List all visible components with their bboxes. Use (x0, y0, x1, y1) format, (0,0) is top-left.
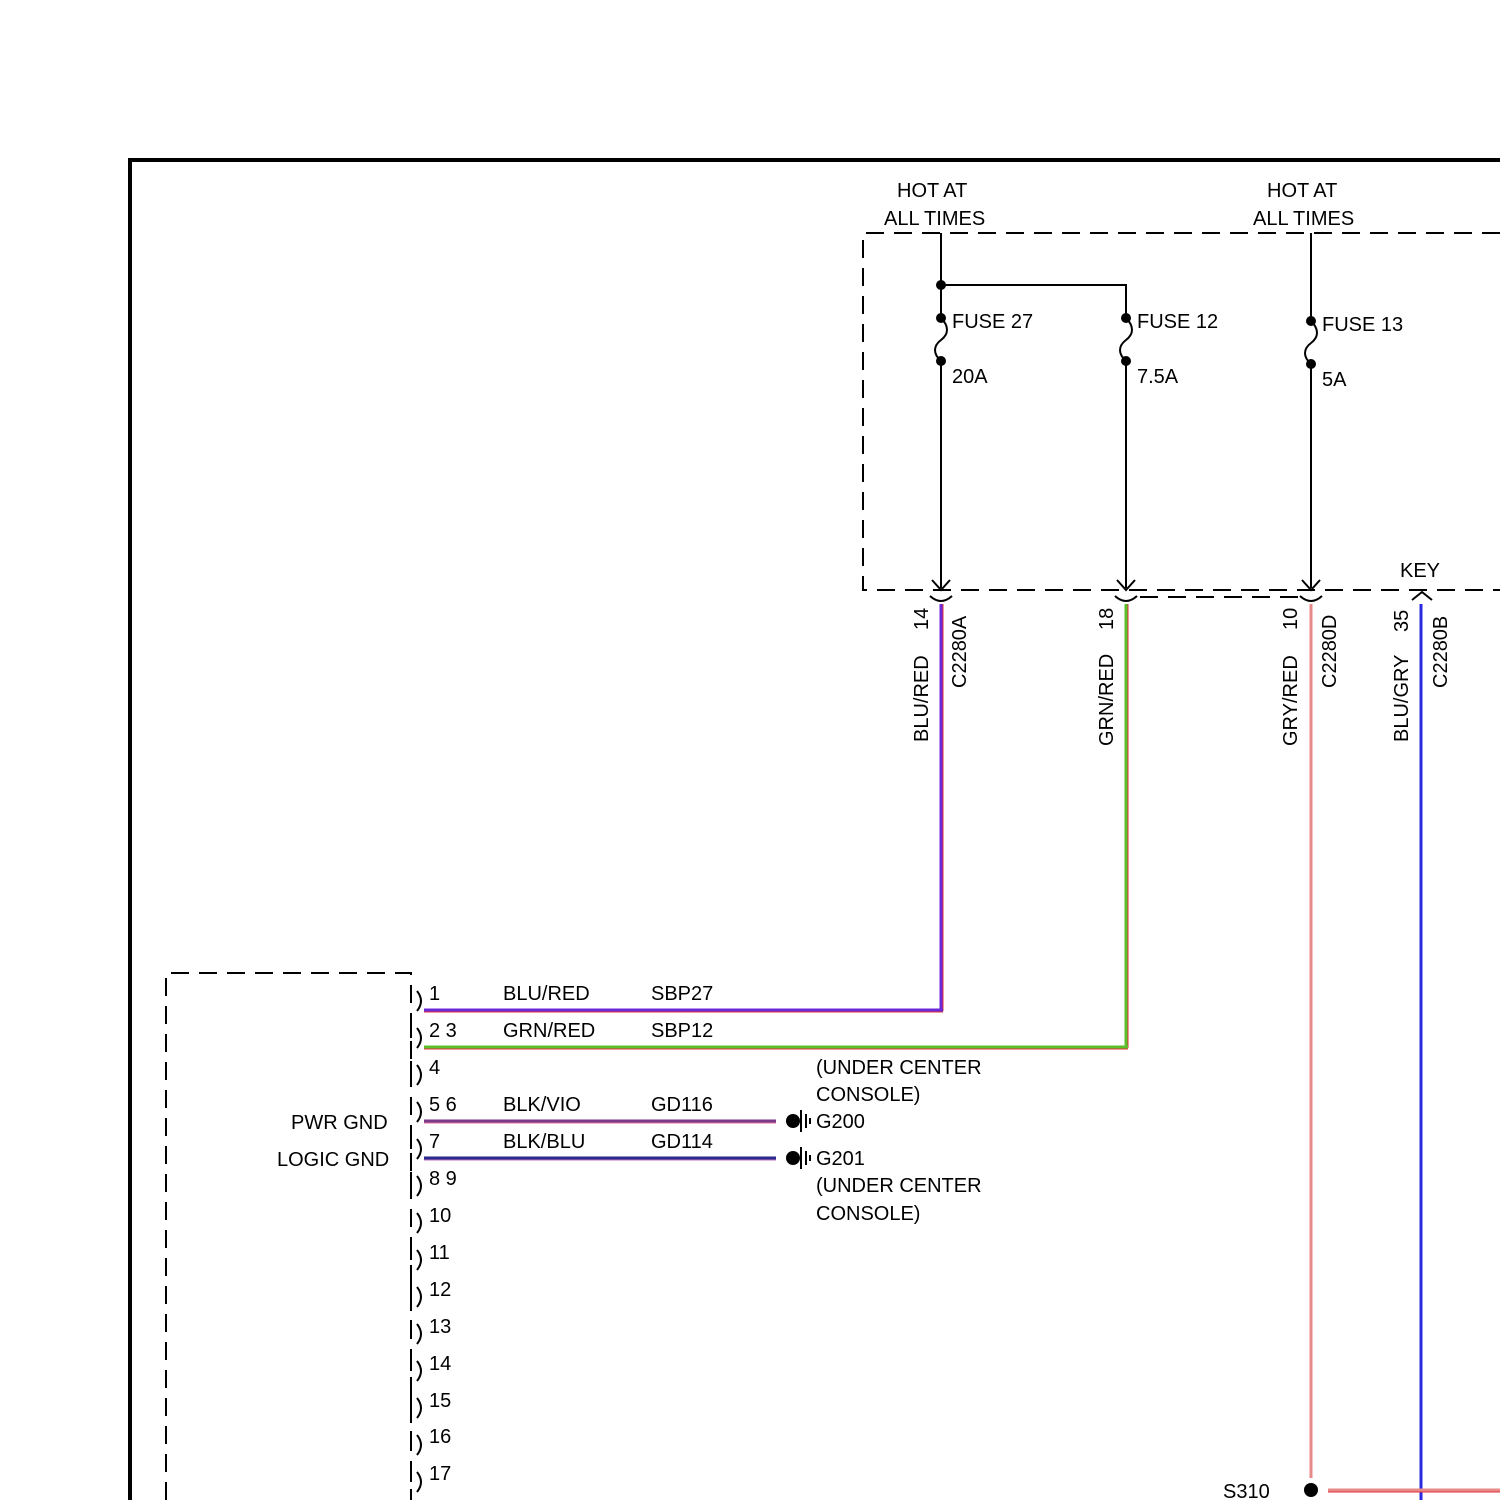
pin-bracket (411, 987, 421, 1011)
key-connector-mark (1412, 592, 1432, 600)
ground-g201-symbol (786, 1147, 810, 1169)
pin-5-6: 5 6 (429, 1094, 457, 1116)
pin-bracket (411, 1135, 421, 1159)
pin-15: 15 (429, 1390, 451, 1412)
pin-bracket (411, 1431, 421, 1455)
wire-label-pin2: GRN/RED (503, 1020, 595, 1042)
fuse-12 (1117, 313, 1135, 590)
splice-s310-dot (1304, 1483, 1318, 1497)
pin-7: 7 (429, 1131, 440, 1153)
pwr-gnd-label: PWR GND (291, 1112, 388, 1134)
circuit-label-pin2: SBP12 (651, 1020, 713, 1042)
circuit-label-pin1: SBP27 (651, 983, 713, 1005)
fuse-27 (932, 313, 950, 590)
connector-c2280b: C2280B (1430, 616, 1452, 688)
ground-g201-location-1: (UNDER CENTER (816, 1175, 982, 1197)
wire-label-gry-red: GRY/RED (1280, 655, 1302, 746)
fuse-27-name: FUSE 27 (952, 311, 1033, 333)
splice-s310-label: S310 (1223, 1481, 1270, 1500)
wire-grn-red-horizontal (424, 1047, 1128, 1049)
wire-pin-35: 35 (1391, 610, 1413, 632)
pin-16: 16 (429, 1426, 451, 1448)
module-enclosure (166, 973, 411, 1500)
wire-pin-14: 14 (911, 608, 933, 630)
pin-bracket (411, 1320, 421, 1344)
wire-pin-10: 10 (1280, 608, 1302, 630)
ground-g201-location-2: CONSOLE) (816, 1203, 920, 1225)
fuse-12-name: FUSE 12 (1137, 311, 1218, 333)
pin-bracket (411, 1024, 421, 1048)
ground-g201-name: G201 (816, 1148, 865, 1170)
key-label: KEY (1400, 560, 1440, 582)
fuse-box-enclosure (863, 233, 1500, 590)
logic-gnd-label: LOGIC GND (277, 1149, 389, 1171)
wire-label-grn-red: GRN/RED (1096, 654, 1118, 746)
ground-g200-location-1: (UNDER CENTER (816, 1057, 982, 1079)
wire-label-pin5: BLK/VIO (503, 1094, 581, 1116)
pin-13: 13 (429, 1316, 451, 1338)
connector-c2280d: C2280D (1319, 615, 1341, 688)
fuse-27-rating: 20A (952, 366, 988, 388)
pin-bracket (411, 1061, 421, 1085)
circuit-label-pin7: GD114 (651, 1131, 713, 1153)
wire-blu-red-horizontal (424, 1010, 943, 1012)
pin-bracket (411, 1246, 421, 1270)
supply-left-line1: HOT AT (897, 180, 967, 202)
pin-10: 10 (429, 1205, 451, 1227)
wire-label-blu-gry: BLU/GRY (1391, 655, 1413, 742)
wire-s310-horizontal (1328, 1490, 1500, 1492)
pin-1: 1 (429, 983, 440, 1005)
connector-c2280a: C2280A (949, 615, 971, 688)
supply-left-line2: ALL TIMES (884, 208, 985, 230)
pin-12: 12 (429, 1279, 451, 1301)
fuse-13-rating: 5A (1322, 369, 1347, 391)
bus-junction-dot (936, 280, 946, 290)
wire-blk-vio-horizontal (424, 1121, 776, 1123)
ground-g200-name: G200 (816, 1111, 865, 1133)
pin-bracket (411, 1357, 421, 1381)
wire-blk-blu-horizontal (424, 1158, 776, 1160)
pin-14: 14 (429, 1353, 451, 1375)
pin-bracket (411, 1172, 421, 1196)
ground-g200-symbol (786, 1110, 810, 1132)
circuit-label-pin5: GD116 (651, 1094, 713, 1116)
supply-right-line2: ALL TIMES (1253, 208, 1354, 230)
pin-bracket (411, 1394, 421, 1418)
ground-g200-location-2: CONSOLE) (816, 1084, 920, 1106)
pin-17: 17 (429, 1463, 451, 1485)
wire-grn-red-vertical (1126, 604, 1128, 1048)
pin-bracket (411, 1209, 421, 1233)
fuse-13-name: FUSE 13 (1322, 314, 1403, 336)
pin-8-9: 8 9 (429, 1168, 457, 1190)
pin-2-3: 2 3 (429, 1020, 457, 1042)
pin-bracket (411, 1283, 421, 1307)
pin-11: 11 (429, 1242, 450, 1264)
fuse-13 (1302, 316, 1320, 590)
connector-caps (930, 596, 1322, 601)
wire-label-blu-red: BLU/RED (911, 655, 933, 742)
wire-label-pin1: BLU/RED (503, 983, 590, 1005)
pin-bracket (411, 1468, 421, 1492)
page-frame (130, 160, 1500, 1500)
wire-pin-18: 18 (1096, 608, 1118, 630)
supply-right-line1: HOT AT (1267, 180, 1337, 202)
pin-4: 4 (429, 1057, 440, 1079)
pin-bracket (411, 1098, 421, 1122)
wire-blu-red-vertical (941, 604, 943, 1011)
fuse-12-rating: 7.5A (1137, 366, 1179, 388)
wire-label-pin7: BLK/BLU (503, 1131, 585, 1153)
module-pin-brackets (411, 987, 421, 1492)
